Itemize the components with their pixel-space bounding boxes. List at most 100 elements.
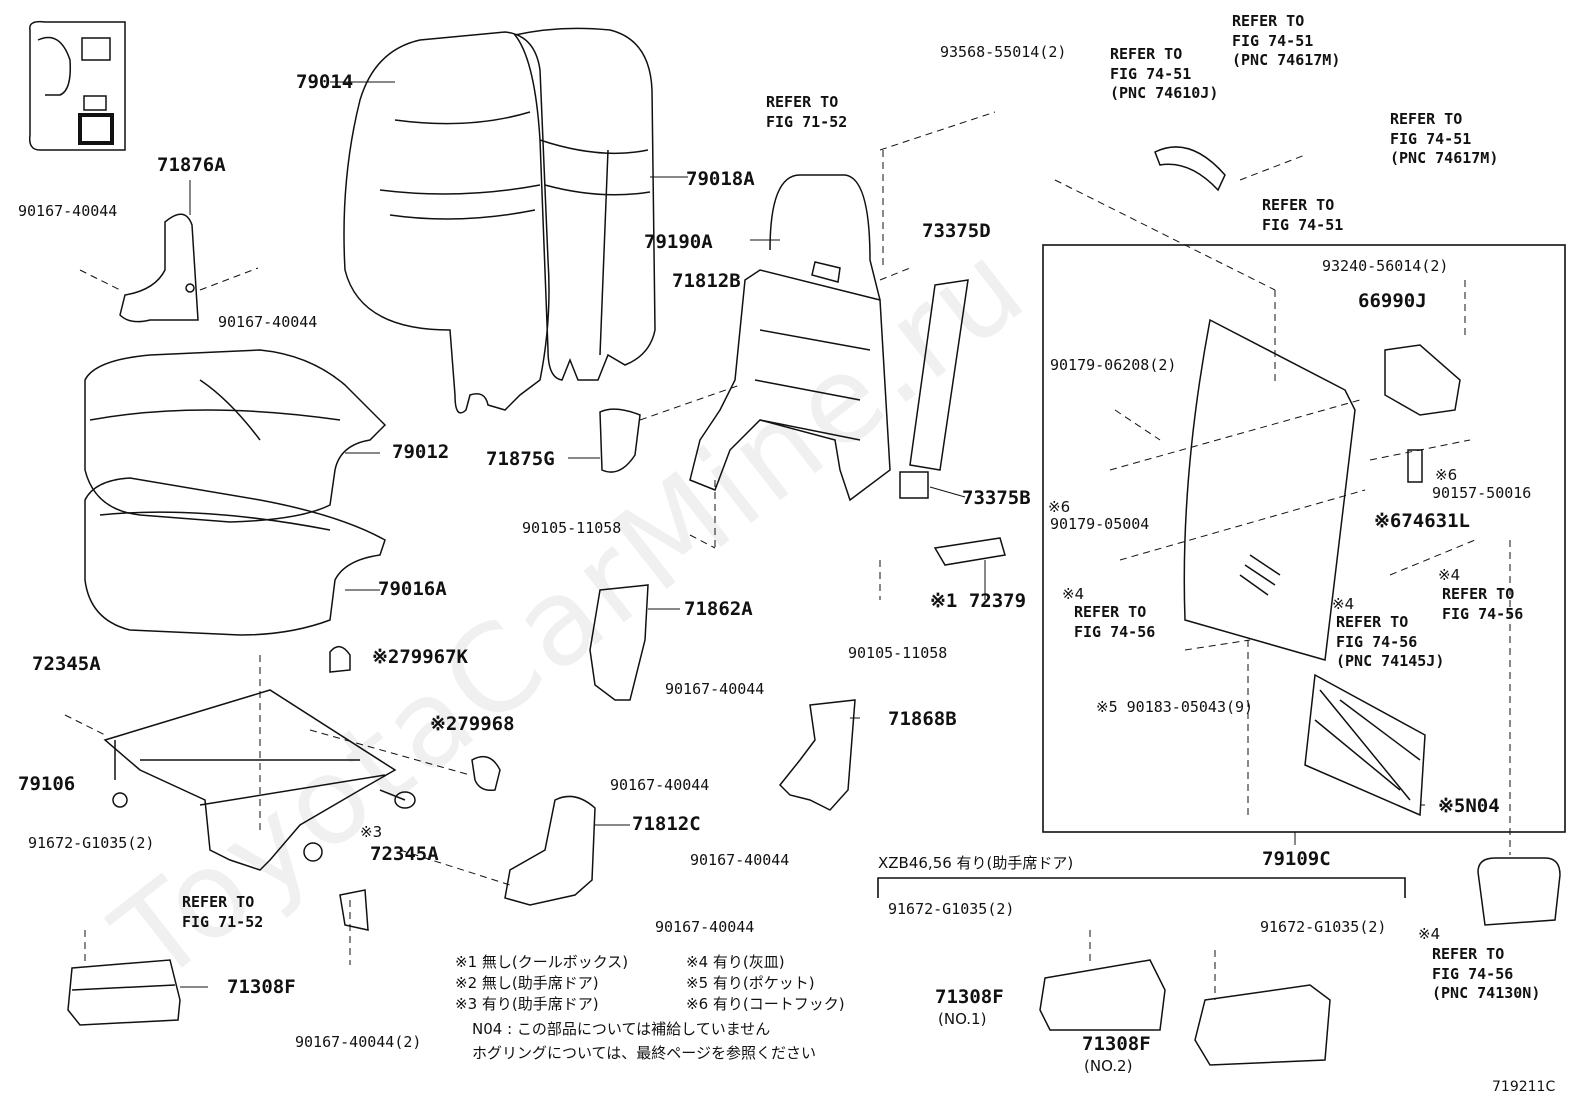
strap-72379	[933, 537, 1006, 566]
mark-3: ※3	[360, 823, 383, 841]
label-refer-74617M-a: REFER TO FIG 74-51 (PNC 74617M)	[1232, 12, 1341, 69]
label-refer-74-56-a: REFER TO FIG 74-56	[1074, 603, 1156, 641]
seat-cushion-frame	[103, 689, 416, 871]
note-3: ※3 有り(助手席ドア)	[455, 995, 599, 1013]
seat-back-cover	[343, 31, 550, 414]
label-73375D: 73375D	[922, 220, 991, 242]
label-93568-55014: 93568-55014(2)	[940, 43, 1067, 61]
ashtray-74130N	[1477, 857, 1561, 926]
label-91672-G1035-b: 91672-G1035(2)	[888, 900, 1015, 918]
label-refer-74617M-b: REFER TO FIG 74-51 (PNC 74617M)	[1390, 110, 1499, 167]
label-79018A: 79018A	[686, 168, 755, 190]
label-refer-74130N: REFER TO FIG 74-56 (PNC 74130N)	[1432, 945, 1541, 1002]
label-90179-06208: 90179-06208(2)	[1050, 356, 1177, 374]
label-71308F-no1: 71308F	[935, 986, 1004, 1008]
note-2: ※2 無し(助手席ドア)	[455, 974, 599, 992]
label-79014: 79014	[296, 71, 354, 93]
mark-6-b: ※6	[1435, 466, 1458, 484]
label-91672-G1035-c: 91672-G1035(2)	[1260, 918, 1387, 936]
label-refer-74-56-b: REFER TO FIG 74-56	[1442, 585, 1524, 623]
label-72345A-b: 72345A	[370, 843, 439, 865]
seat-back-pad	[513, 27, 656, 381]
hook-74631L	[1407, 449, 1423, 483]
pocket-N04	[1304, 673, 1426, 817]
label-71812C: 71812C	[632, 813, 701, 835]
note-4: ※4 有り(灰皿)	[686, 953, 785, 971]
label-72379: ※1 72379	[930, 590, 1027, 612]
mark-4-a: ※4	[1062, 585, 1085, 603]
label-79012: 79012	[392, 441, 450, 463]
label-refer-71-52-a: REFER TO FIG 71-52	[182, 893, 264, 931]
label-73375B: 73375B	[962, 487, 1031, 509]
label-71308F-no2: 71308F	[1082, 1033, 1151, 1055]
label-66990J: 66990J	[1358, 290, 1427, 312]
label-no2: (NO.2)	[1084, 1057, 1133, 1075]
label-N04: ※5N04	[1438, 795, 1500, 817]
xzb-bracket	[877, 877, 1406, 898]
label-71868B: 71868B	[888, 708, 957, 730]
label-90167-40044-b: 90167-40044	[218, 313, 318, 331]
cover-71868B	[778, 699, 856, 811]
location-inset	[28, 20, 126, 151]
label-91672-G1035-a: 91672-G1035(2)	[28, 834, 155, 852]
cover-79968	[471, 755, 501, 792]
leg-71308F-no1	[1039, 959, 1166, 1031]
label-90183-05043: ※5 90183-05043(9)	[1096, 698, 1254, 716]
label-90167-40044-2: 90167-40044(2)	[295, 1033, 422, 1051]
leg-71308F-no2	[1194, 984, 1331, 1066]
mark-6-a: ※6	[1048, 498, 1071, 516]
clip-73375B	[899, 471, 929, 499]
belt-guide-73375D	[909, 279, 969, 471]
label-90105-11058-b: 90105-11058	[848, 644, 948, 662]
label-79109C: 79109C	[1262, 848, 1331, 870]
cover-79967K	[329, 646, 351, 673]
label-90167-40044-e: 90167-40044	[690, 851, 790, 869]
note-hog-ring: ホグリングについては、最終ページを参照ください	[472, 1044, 816, 1062]
note-6: ※6 有り(コートフック)	[686, 995, 845, 1013]
label-74631L: ※674631L	[1374, 510, 1470, 532]
assembly-box-79109C	[1042, 244, 1566, 833]
bracket-ref-71-52	[339, 889, 369, 931]
seat-back-frame	[689, 174, 891, 502]
label-71812B: 71812B	[672, 270, 741, 292]
hook-66990J	[1384, 344, 1461, 416]
bracket-71876A	[119, 213, 199, 323]
label-79968: ※279968	[430, 713, 515, 735]
label-refer-74145J: REFER TO FIG 74-56 (PNC 74145J)	[1336, 613, 1445, 670]
xzb-header: XZB46,56 有り(助手席ドア)	[878, 854, 1074, 872]
note-N04: N04 : この部品については補給していません	[472, 1020, 771, 1038]
label-refer-74610J: REFER TO FIG 74-51 (PNC 74610J)	[1110, 45, 1219, 102]
label-no1: (NO.1)	[938, 1010, 987, 1028]
label-refer-71-52-b: REFER TO FIG 71-52	[766, 93, 848, 131]
label-79190A: 79190A	[644, 231, 713, 253]
label-90167-40044-d: 90167-40044	[610, 776, 710, 794]
label-72345A-a: 72345A	[32, 653, 101, 675]
label-90167-40044-a: 90167-40044	[18, 202, 118, 220]
mark-4-b: ※4	[1438, 566, 1461, 584]
seat-back-board	[1183, 318, 1356, 661]
label-90179-05004: 90179-05004	[1050, 515, 1150, 533]
mark-4-c: ※4	[1332, 595, 1355, 613]
seat-cushion-pad	[84, 477, 386, 636]
label-79967K: ※279967K	[372, 646, 468, 668]
label-71876A: 71876A	[157, 154, 226, 176]
leg-71308F-left	[67, 959, 181, 1026]
diagram-id: 719211C	[1492, 1079, 1556, 1095]
note-5: ※5 有り(ポケット)	[686, 974, 815, 992]
label-90105-11058-a: 90105-11058	[522, 519, 622, 537]
label-79106: 79106	[18, 773, 76, 795]
label-71862A: 71862A	[684, 598, 753, 620]
label-refer-74-51: REFER TO FIG 74-51	[1262, 196, 1344, 234]
label-90167-40044-f: 90167-40044	[655, 918, 755, 936]
cover-71812C	[504, 795, 596, 906]
bracket-71875G	[599, 408, 641, 473]
assist-grip-74610J	[1154, 146, 1226, 192]
label-93240-56014: 93240-56014(2)	[1322, 257, 1449, 275]
label-71308F-a: 71308F	[227, 976, 296, 998]
label-90167-40044-c: 90167-40044	[665, 680, 765, 698]
cover-71862A	[589, 584, 649, 701]
label-79016A: 79016A	[378, 578, 447, 600]
label-71875G: 71875G	[486, 448, 555, 470]
label-90157-50016: 90157-50016	[1432, 484, 1532, 502]
